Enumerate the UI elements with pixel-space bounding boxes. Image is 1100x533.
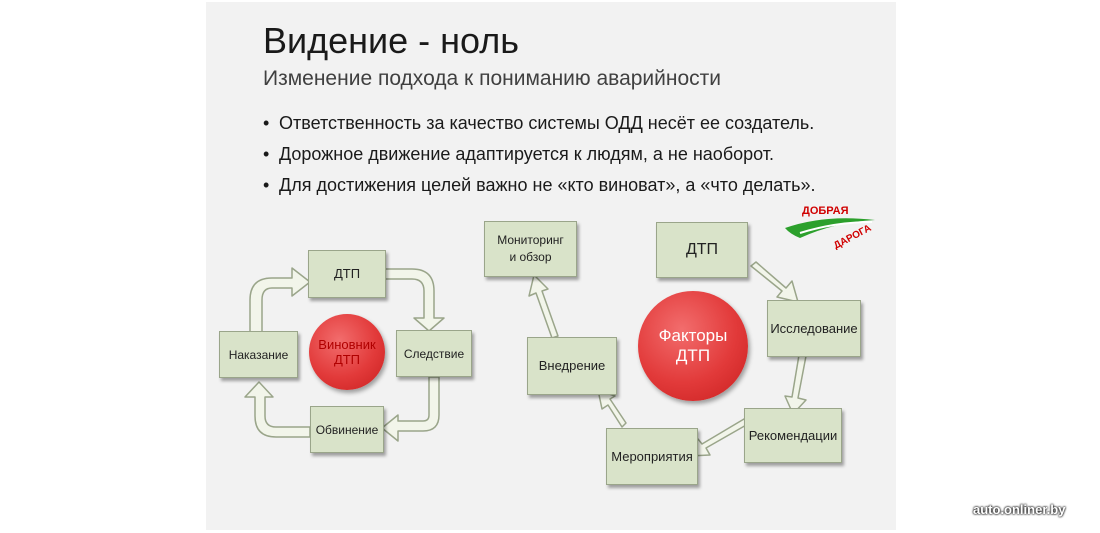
right-box-monitoring: Мониторинг и обзор xyxy=(484,221,577,277)
bullet-item: • Дорожное движение адаптируется к людям,… xyxy=(263,141,816,172)
arrow-implementation-to-monitoring xyxy=(528,274,559,339)
logo-text-top: ДОБРАЯ xyxy=(802,205,849,217)
left-box-punishment: Наказание xyxy=(219,331,298,378)
left-box-accusation: Обвинение xyxy=(310,406,384,453)
left-center-line2: ДТП xyxy=(333,352,361,367)
slide-title: Видение - ноль xyxy=(263,20,520,61)
arrow-investigation-to-accusation xyxy=(381,376,440,442)
bullet-text: Дорожное движение адаптируется к людям, … xyxy=(279,144,775,164)
left-center-line1: Виновник xyxy=(318,337,376,352)
bullet-mark: • xyxy=(263,144,270,164)
monitoring-line1: Мониторинг xyxy=(497,233,564,247)
bullet-list: • Ответственность за качество системы ОДД… xyxy=(263,110,816,203)
left-box-investigation: Следствие xyxy=(396,330,472,377)
arrow-dtp-to-investigation xyxy=(383,268,445,332)
right-center-line1: Факторы xyxy=(658,326,728,345)
arrow-measures-to-implementation xyxy=(597,389,627,428)
right-box-measures: Мероприятия xyxy=(606,428,698,485)
arrow-dtp-to-research xyxy=(750,261,799,303)
watermark: auto.onliner.by xyxy=(973,502,1066,517)
monitoring-line2: и обзор xyxy=(509,250,552,264)
left-box-dtp: ДТП xyxy=(308,250,386,298)
bullet-text: Ответственность за качество системы ОДД … xyxy=(279,113,815,133)
bullet-text: Для достижения целей важно не «кто винов… xyxy=(279,175,816,195)
arrow-accusation-to-punishment xyxy=(244,381,311,438)
arrow-punishment-to-dtp xyxy=(249,267,311,341)
bullet-mark: • xyxy=(263,175,270,195)
right-box-recommendations: Рекомендации xyxy=(744,408,842,463)
arrow-research-to-recommendations xyxy=(784,354,807,415)
right-center-line2: ДТП xyxy=(675,346,711,365)
bullet-mark: • xyxy=(263,113,270,133)
slide-subtitle: Изменение подхода к пониманию аварийност… xyxy=(263,67,722,90)
bullet-item: • Ответственность за качество системы ОДД… xyxy=(263,110,816,141)
right-box-dtp: ДТП xyxy=(656,222,748,278)
logo-text-bottom: ДАРОГА xyxy=(832,223,873,250)
dobraya-doroga-logo: ДОБРАЯ ДАРОГА xyxy=(785,205,875,250)
right-box-implementation: Внедрение xyxy=(527,337,617,395)
bullet-item: • Для достижения целей важно не «кто вино… xyxy=(263,172,816,203)
right-box-research: Исследование xyxy=(767,300,861,357)
